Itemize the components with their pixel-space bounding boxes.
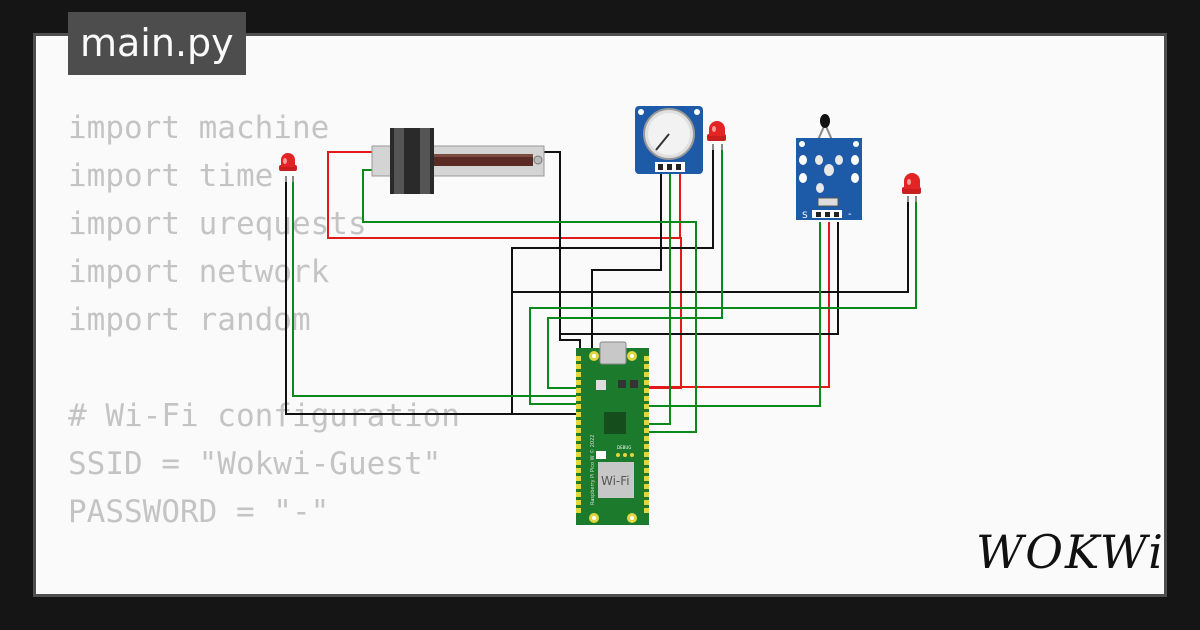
pico-w-board-icon[interactable]: Wi-Fi DEBUG Raspberry Pi Pico W © 2022 bbox=[576, 341, 649, 525]
board-model-label: Raspberry Pi Pico W © 2022 bbox=[589, 435, 596, 505]
wires bbox=[285, 146, 917, 433]
code-line: SSID = "Wokwi-Guest" bbox=[68, 446, 442, 482]
debug-label: DEBUG bbox=[617, 445, 631, 450]
wire[interactable] bbox=[362, 169, 697, 433]
led-icon[interactable] bbox=[279, 153, 297, 182]
sensor-pin-minus: - bbox=[848, 209, 852, 220]
board-pins bbox=[576, 356, 649, 513]
wire[interactable] bbox=[645, 222, 830, 388]
wire[interactable] bbox=[560, 222, 839, 335]
wire[interactable] bbox=[512, 200, 909, 293]
code-line: import network bbox=[68, 254, 330, 290]
wire[interactable] bbox=[591, 170, 662, 349]
wire[interactable] bbox=[547, 146, 723, 389]
wire[interactable] bbox=[285, 180, 512, 415]
sensor-pin-s: S bbox=[802, 211, 808, 221]
wire[interactable] bbox=[292, 180, 580, 397]
wifi-chip-label: Wi-Fi bbox=[601, 474, 630, 488]
file-tab[interactable]: main.py bbox=[68, 12, 246, 75]
code-line: import urequests bbox=[68, 206, 367, 242]
code-line: import time bbox=[68, 158, 274, 194]
slide-potentiometer-icon[interactable] bbox=[371, 128, 545, 194]
led-icon[interactable] bbox=[902, 173, 921, 202]
code-line: PASSWORD = "-" bbox=[68, 494, 330, 530]
code-line: import random bbox=[68, 302, 311, 338]
code-line: import machine bbox=[68, 110, 330, 146]
code-background: import machine import time import urequest… bbox=[68, 104, 553, 594]
code-line: # Wi-Fi configuration bbox=[68, 398, 460, 434]
led-icon[interactable] bbox=[707, 121, 726, 150]
wokwi-logo: WOKWi bbox=[976, 525, 1165, 579]
code-line: # ThingSpeak configuration bbox=[68, 584, 553, 594]
wire[interactable] bbox=[511, 148, 714, 415]
rotary-potentiometer-icon[interactable] bbox=[635, 106, 703, 174]
wire[interactable] bbox=[529, 200, 917, 405]
wire[interactable] bbox=[543, 151, 581, 360]
ntc-temperature-sensor-icon[interactable]: S - bbox=[796, 114, 862, 221]
wire[interactable] bbox=[645, 170, 671, 425]
wire[interactable] bbox=[645, 222, 821, 407]
